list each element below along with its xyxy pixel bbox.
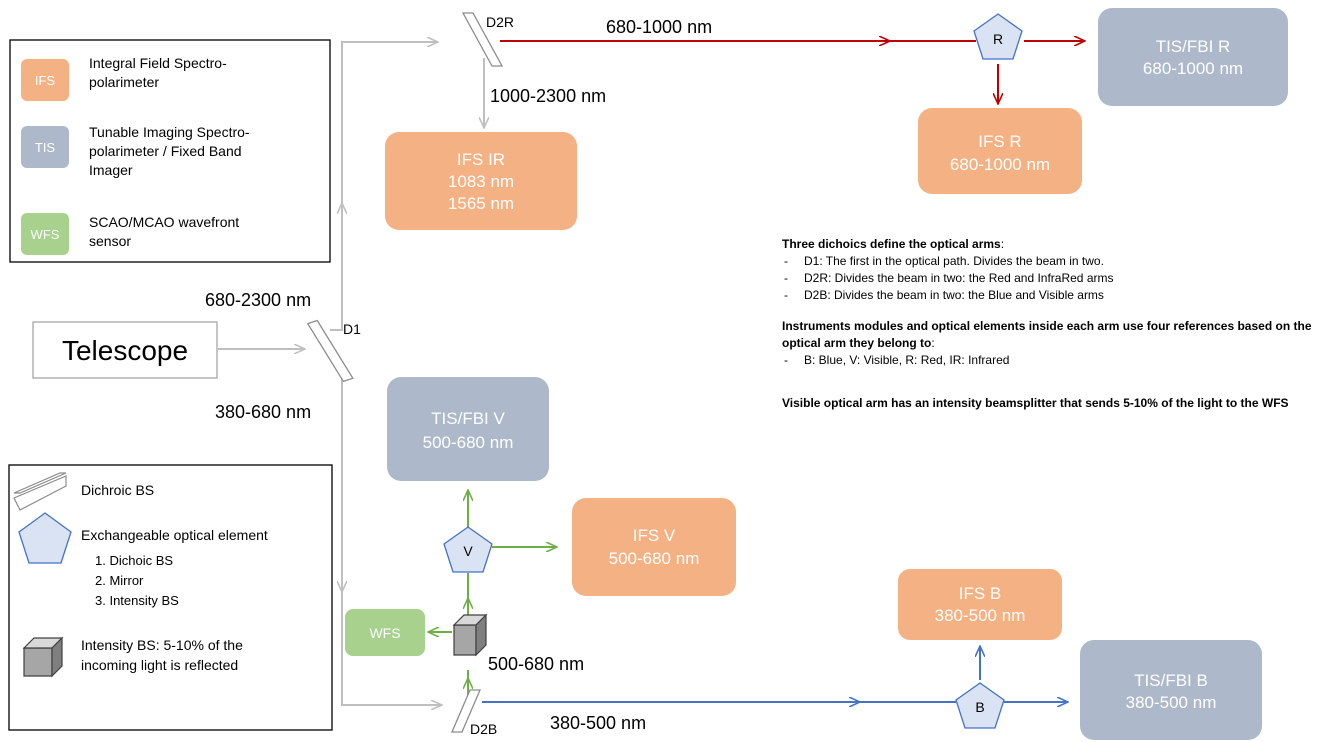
text-line: 680-1000 nm [950, 155, 1050, 174]
box-ifs-v: IFS V 500-680 nm [572, 498, 736, 596]
box-tis-b-text: TIS/FBI B 380-500 nm [1126, 671, 1217, 712]
label-d2b: D2B [470, 721, 497, 737]
legend-dichroic-text: Dichroic BS [81, 482, 154, 498]
text-line: 380-500 nm [935, 606, 1026, 625]
legend-exchangeable-icon [18, 512, 72, 564]
box-ifs-ir: IFS IR 1083 nm 1565 nm [385, 132, 577, 230]
element-v: V [443, 526, 493, 573]
legend-wfs-swatch [21, 213, 69, 255]
legend-ifs-tag: IFS [35, 73, 56, 88]
notes-item-d1: D1: The first in the optical path. Divid… [782, 253, 1327, 270]
text-line: sensor [89, 233, 131, 249]
text-line: IFS IR [457, 150, 505, 169]
gray-beam-paths [218, 42, 484, 705]
box-wfs: WFS [345, 609, 425, 656]
text-line: 500-680 nm [609, 549, 700, 568]
text-line: TIS/FBI B [1134, 671, 1208, 690]
legend-exchangeable-text: Exchangeable optical element [81, 527, 268, 543]
element-r-label: R [993, 31, 1003, 47]
legend-tis-text: Tunable Imaging Spectro-polarimeter / Fi… [89, 124, 250, 178]
text-line: Imager [89, 162, 133, 178]
label-d1: D1 [343, 321, 361, 337]
label-visible-band: 500-680 nm [488, 654, 584, 674]
text-line: IFS R [978, 132, 1021, 151]
label-infrared-band: 1000-2300 nm [490, 86, 606, 106]
box-ifs-b: IFS B 380-500 nm [898, 569, 1062, 640]
dichroic-d2b-shape [451, 689, 481, 733]
telescope-label: Telescope [62, 335, 188, 366]
legend-instruments: IFS Integral Field Spectro-polarimeter T… [9, 39, 331, 263]
notes-item-references: B: Blue, V: Visible, R: Red, IR: Infrare… [782, 352, 1327, 369]
legend-tis-tag: TIS [35, 140, 56, 155]
element-b-label: B [975, 699, 984, 715]
dichroic-d2r-shape [461, 12, 504, 67]
notes-heading-references: Instruments modules and optical elements… [782, 319, 1312, 350]
legend-intensity-text: Intensity BS: 5-10% of the incoming light… [81, 637, 243, 673]
box-ifs-b-text: IFS B 380-500 nm [935, 584, 1026, 625]
text-line: 680-1000 nm [1143, 59, 1243, 78]
box-ifs-r: IFS R 680-1000 nm [918, 108, 1082, 194]
blue-arm [482, 646, 1068, 702]
text-line: Intensity BS: 5-10% of the [81, 637, 243, 653]
legend-dichroic-icon [13, 472, 67, 494]
notes-list-references: B: Blue, V: Visible, R: Red, IR: Infrare… [782, 352, 1327, 369]
element-b: B [955, 682, 1005, 729]
text-line: SCAO/MCAO wavefront [89, 214, 239, 230]
box-tis-r: TIS/FBI R 680-1000 nm [1098, 8, 1288, 106]
legend-exchangeable-item-1: 1. Dichoic BS [95, 553, 173, 568]
notes-list-arms: D1: The first in the optical path. Divid… [782, 253, 1327, 304]
text-line: polarimeter / Fixed Band [89, 143, 242, 159]
text-line: polarimeter [89, 74, 159, 90]
label-blue-band: 380-500 nm [550, 713, 646, 733]
text-line: TIS/FBI R [1156, 37, 1231, 56]
legend-ifs-text: Integral Field Spectro-polarimeter [89, 55, 227, 90]
box-tis-b: TIS/FBI B 380-500 nm [1080, 640, 1262, 740]
notes-panel: Three dichoics define the optical arms: … [782, 236, 1327, 412]
legend-exchangeable-item-3: 3. Intensity BS [95, 593, 179, 608]
text-line: TIS/FBI V [431, 409, 505, 428]
element-v-label: V [463, 543, 473, 559]
element-r: R [973, 13, 1023, 60]
box-tis-v-text: TIS/FBI V 500-680 nm [423, 409, 514, 452]
text-line: IFS V [633, 526, 676, 545]
text-line: Integral Field Spectro- [89, 55, 227, 71]
legend-symbols: Dichroic BS Exchangeable optical element… [8, 464, 333, 731]
notes-item-d2r: D2R: Divides the beam in two: the Red an… [782, 270, 1327, 287]
legend-ifs-swatch [21, 59, 69, 101]
legend-exchangeable-item-2: 2. Mirror [95, 573, 144, 588]
box-wfs-text: WFS [369, 625, 400, 641]
beam-d1-to-d2r [330, 42, 438, 331]
intensity-bs-cube [452, 613, 488, 657]
text-line: Tunable Imaging Spectro- [89, 124, 250, 140]
text-line: 1565 nm [448, 194, 514, 213]
legend-intensity-icon [22, 636, 64, 678]
notes-visible-arm: Visible optical arm has an intensity bea… [782, 396, 1289, 410]
box-tis-v: TIS/FBI V 500-680 nm [387, 377, 549, 481]
text-line: 1083 nm [448, 172, 514, 191]
text-line: incoming light is reflected [81, 657, 238, 673]
box-ifs-r-text: IFS R 680-1000 nm [950, 132, 1050, 174]
beam-d1-to-d2b [341, 365, 442, 705]
legend-wfs-text: SCAO/MCAO wavefront sensor [89, 214, 239, 249]
label-full-band: 680-2300 nm [205, 290, 311, 310]
notes-item-d2b: D2B: Divides the beam in two: the Blue a… [782, 287, 1327, 304]
text-line: 500-680 nm [423, 433, 514, 452]
box-ifs-ir-text: IFS IR 1083 nm 1565 nm [448, 150, 514, 213]
label-d2r: D2R [486, 14, 514, 30]
telescope-box: Telescope [32, 321, 218, 379]
legend-tis-swatch [21, 126, 69, 168]
legend-wfs-tag: WFS [31, 227, 60, 242]
label-visible-blue-band: 380-680 nm [215, 402, 311, 422]
text-line: 380-500 nm [1126, 693, 1217, 712]
text-line: IFS B [959, 584, 1002, 603]
box-tis-r-text: TIS/FBI R 680-1000 nm [1143, 37, 1243, 78]
notes-heading-arms: Three dichoics define the optical arms: [782, 237, 1005, 251]
box-ifs-v-text: IFS V 500-680 nm [609, 526, 700, 568]
label-red-band: 680-1000 nm [606, 17, 712, 37]
red-arm [500, 41, 1085, 104]
dichroic-d1-shape [306, 319, 354, 383]
